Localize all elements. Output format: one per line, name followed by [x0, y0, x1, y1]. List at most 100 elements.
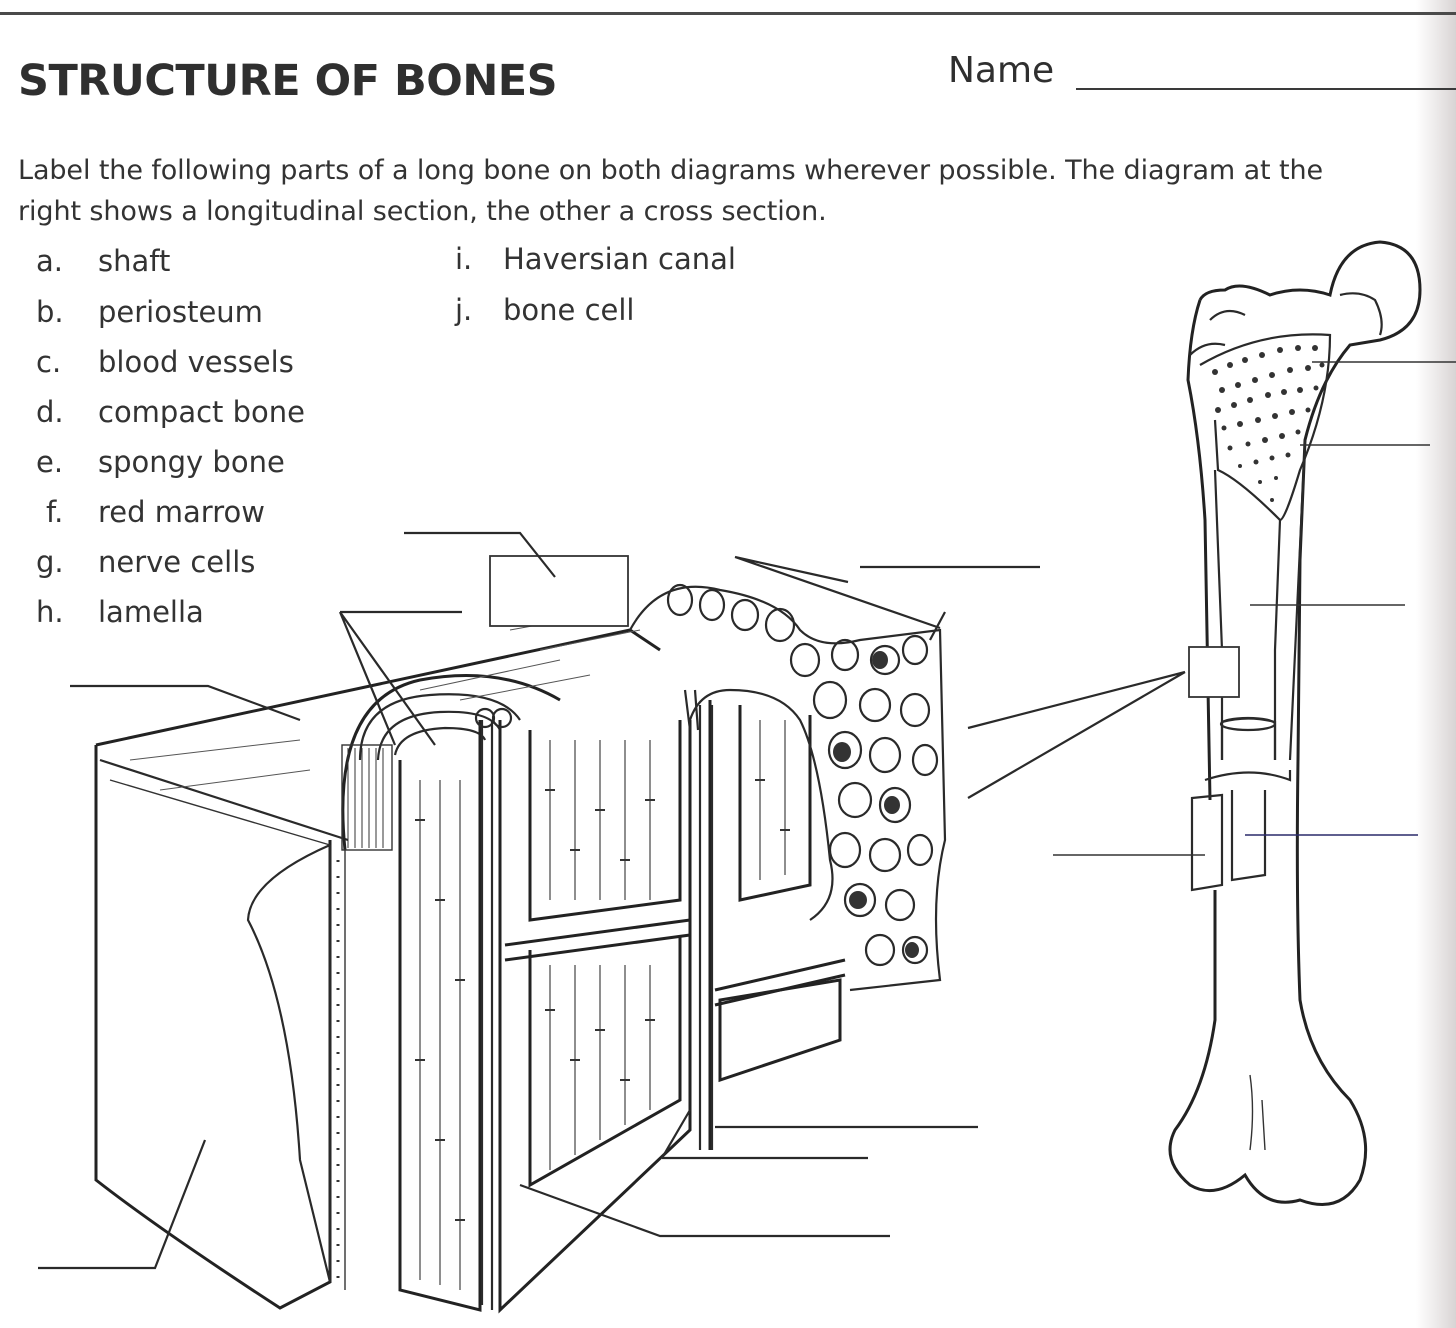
red-marrow-spot — [872, 651, 888, 669]
spongy-cavity — [827, 730, 863, 770]
bone-distal-detail — [1249, 1074, 1266, 1151]
term-text: lamella — [98, 595, 204, 629]
label-box-osteon — [489, 555, 629, 627]
top-rule — [0, 12, 1456, 15]
term-letter: b. — [36, 295, 64, 329]
term-item-d: d. compact bone — [36, 395, 305, 429]
medullary-cavity — [1213, 469, 1282, 760]
page-edge-shadow — [1416, 0, 1456, 1328]
spongy-cavity — [868, 736, 902, 774]
spongy-cavity — [906, 833, 934, 867]
osteon-1-ring-3 — [393, 726, 487, 756]
spongy-cavity — [698, 588, 726, 622]
term-item-a: a.shaft — [36, 244, 170, 278]
bone-head-detail — [1189, 292, 1383, 356]
spongy-cavity — [911, 743, 939, 777]
red-marrow-spot — [884, 796, 900, 814]
term-item-g: g.nerve cells — [36, 545, 255, 579]
term-item-c: c.blood vessels — [36, 345, 294, 379]
spongy-cavity — [868, 837, 902, 873]
periosteum-top — [99, 758, 349, 842]
leader-line-spongy — [734, 555, 1040, 641]
spongy-cavity — [730, 598, 760, 632]
name-label: Name — [948, 50, 1055, 91]
spongy-cavity — [666, 583, 694, 617]
name-blank[interactable] — [1076, 88, 1456, 90]
term-item-f: f. red marrow — [46, 495, 265, 529]
spongy-cavity — [869, 644, 901, 676]
bone-tissue-block-illustration — [94, 583, 947, 1314]
spongy-cavity — [812, 680, 848, 720]
term-text: Haversian canal — [503, 242, 736, 276]
spongy-cavity — [789, 642, 821, 678]
blood-vessel-2 — [698, 705, 714, 1150]
marrow-cylinder — [1220, 717, 1277, 760]
leader-line-lamella — [338, 610, 462, 746]
term-text: periosteum — [98, 295, 263, 329]
spongy-cavity — [884, 888, 916, 922]
column-3-lower — [718, 978, 842, 1083]
red-marrow-spot — [833, 742, 851, 762]
spongy-cavity — [899, 692, 931, 728]
osteon-1-ring-2 — [376, 710, 501, 761]
osteon-1-striations-box — [341, 744, 393, 851]
bone-outline-right — [1168, 240, 1422, 1206]
term-text: nerve cells — [98, 545, 256, 579]
term-letter: e. — [36, 445, 64, 479]
spongy-cavity — [764, 607, 796, 643]
red-marrow-spot — [849, 891, 867, 909]
column-2-lower — [528, 935, 682, 1188]
top-face-texture — [129, 609, 641, 791]
horizontal-canal-1 — [504, 918, 691, 962]
leader-line-nerve — [661, 1109, 868, 1160]
spongy-cavity — [843, 882, 877, 918]
column-2 — [498, 720, 692, 1314]
osteon-1-ring-1 — [358, 693, 521, 761]
bone-outline-left — [1186, 299, 1212, 801]
periosteum-layer — [109, 779, 331, 846]
term-text: spongy bone — [98, 445, 285, 479]
term-letter: a. — [36, 244, 63, 278]
instructions: Label the following parts of a long bone… — [18, 155, 1324, 227]
vessel-opening-2 — [491, 707, 513, 729]
leader-line-periosteum — [38, 1139, 207, 1270]
block-top-edge — [95, 628, 661, 747]
blood-vessel-1 — [480, 720, 494, 1310]
term-item-b: b. periosteum — [36, 295, 263, 329]
leader-line-haversian — [404, 531, 556, 578]
term-letter: d. — [36, 395, 64, 429]
long-bone-longitudinal-section-illustration — [1168, 240, 1422, 1206]
osteon-2-top — [688, 688, 834, 921]
lamella-lines — [419, 720, 786, 1290]
term-letter: f. — [46, 495, 64, 529]
spongy-cavity — [864, 933, 896, 967]
spongy-cavity — [901, 935, 929, 965]
leader-line-periosteum-top — [70, 684, 301, 722]
horizontal-canal-2 — [714, 958, 846, 1007]
spongy-cavity — [901, 634, 929, 666]
red-marrow-spot — [905, 942, 919, 958]
term-item-h: h.lamella — [36, 595, 204, 629]
spongy-texture — [1212, 345, 1325, 502]
leader-line-zoom — [967, 670, 1186, 799]
zoom-square — [1188, 646, 1240, 698]
term-item-e: e. spongy bone — [36, 445, 285, 479]
marrow-cylinder-top — [1219, 716, 1277, 732]
spongy-cavity — [878, 786, 912, 824]
term-text: red marrow — [98, 495, 265, 529]
term-text: compact bone — [98, 395, 306, 429]
inner-layer-flap — [1230, 790, 1267, 882]
spongy-cavity — [858, 687, 892, 723]
term-text: bone cell — [503, 293, 635, 327]
compact-bone-wall — [1288, 439, 1307, 761]
page-title: STRUCTURE OF BONES — [18, 56, 558, 106]
term-text: blood vessels — [98, 345, 294, 379]
block-front-face — [94, 745, 332, 1310]
column-1 — [398, 720, 482, 1312]
nerve-fibers — [683, 689, 700, 731]
spongy-cavity — [830, 638, 860, 672]
term-letter: i. — [455, 242, 473, 276]
spongy-cavity — [837, 781, 873, 819]
cut-edge — [1204, 770, 1292, 782]
